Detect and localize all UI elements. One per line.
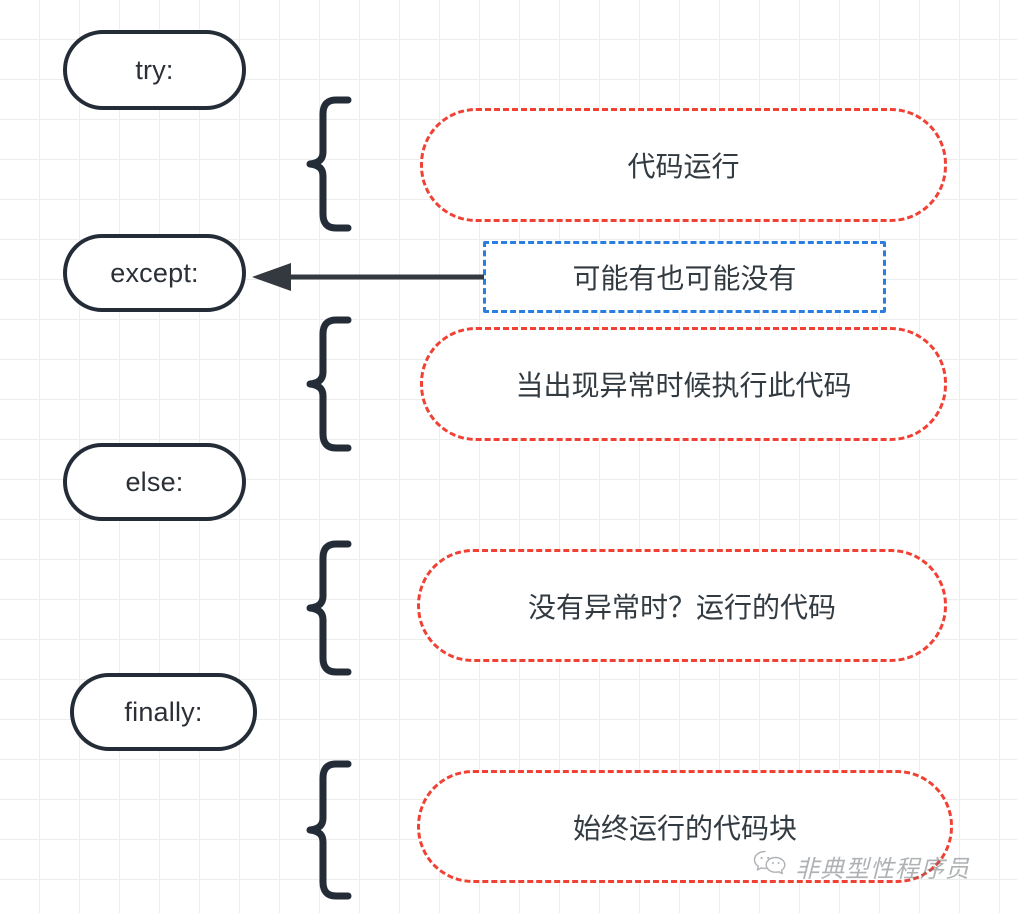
arrow-to-except [246,258,486,296]
keyword-label: except: [110,257,199,288]
keyword-label: else: [125,466,184,497]
keyword-pill-finally[interactable]: finally: [70,673,257,751]
brace-after-finally [296,760,358,900]
note-text: 没有异常时？运行的代码 [527,591,836,623]
note-always-runs[interactable]: 始终运行的代码块 [417,770,953,883]
keyword-pill-except[interactable]: except: [63,234,246,312]
note-text: 代码运行 [627,151,740,182]
note-on-exception[interactable]: 当出现异常时候执行此代码 [420,327,947,441]
brace-after-except [296,316,358,452]
keyword-pill-try[interactable]: try: [63,30,246,110]
brace-after-else [296,540,358,676]
note-maybe-present[interactable]: 可能有也可能没有 [483,241,886,313]
note-text: 始终运行的代码块 [572,812,797,844]
brace-after-try [296,96,358,232]
keyword-pill-else[interactable]: else: [63,443,246,521]
keyword-label: finally: [124,696,203,727]
keyword-label: try: [135,54,174,85]
note-text: 当出现异常时候执行此代码 [515,370,852,401]
note-text: 可能有也可能没有 [572,263,797,294]
note-code-runs[interactable]: 代码运行 [420,108,947,222]
note-no-exception[interactable]: 没有异常时？运行的代码 [417,549,947,662]
